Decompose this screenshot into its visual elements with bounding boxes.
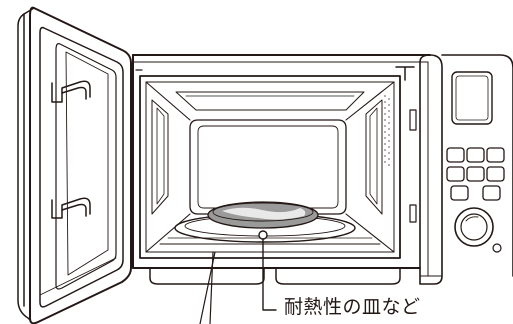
control-buttons: [446, 147, 505, 201]
open-door: [17, 6, 132, 324]
turntable-leader-lines: [199, 251, 216, 324]
control-panel: [419, 54, 513, 285]
door-hinge-lower: [51, 197, 91, 219]
callout-leader: [258, 230, 277, 311]
display-window: [451, 71, 493, 125]
oven-cavity: [139, 75, 401, 259]
heat-resistant-dish: [207, 201, 319, 229]
dish-callout-label: 耐熱性の皿など: [284, 296, 421, 318]
vent-holes: [384, 95, 390, 166]
control-dial: [454, 207, 494, 247]
microwave-body: [132, 54, 431, 285]
indicator-lamp: [492, 243, 502, 253]
door-hinge-upper: [51, 80, 91, 103]
